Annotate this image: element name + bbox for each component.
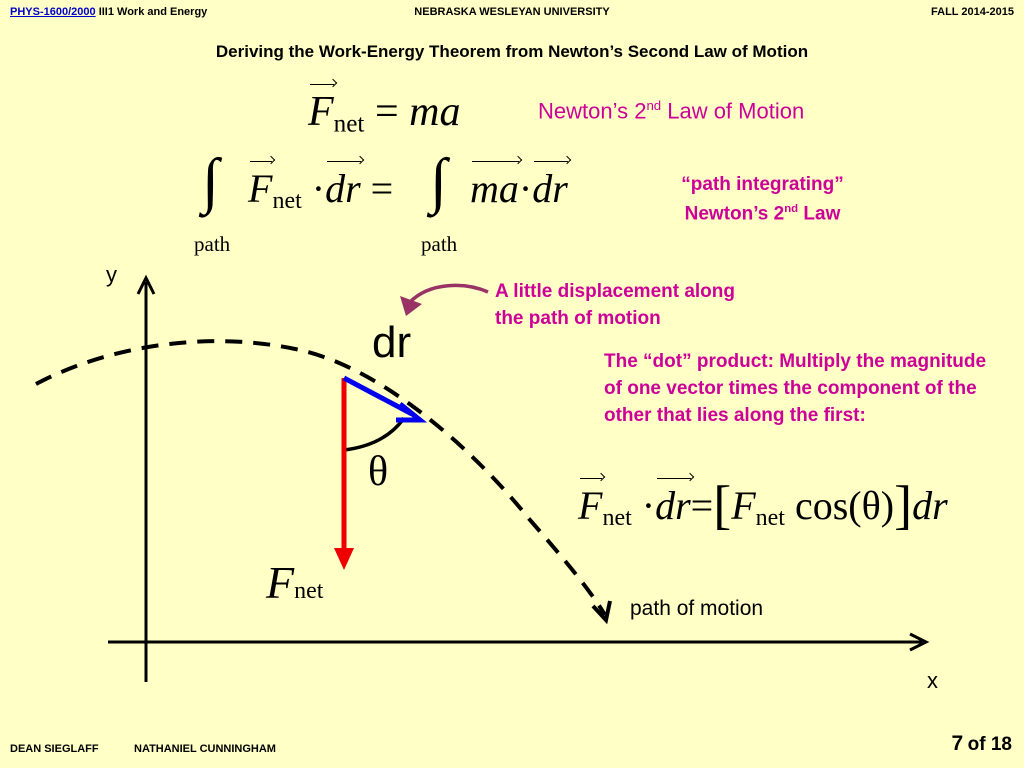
equals-sign-2: = xyxy=(370,166,394,211)
theta-arc xyxy=(343,416,406,452)
f-magnitude: F xyxy=(731,483,756,528)
f-vector-2: F xyxy=(248,161,273,211)
term: FALL 2014-2015 xyxy=(931,6,1014,18)
newton-law-text: Newton’s 2 xyxy=(538,98,647,124)
author-2: NATHANIEL CUNNINGHAM xyxy=(134,743,276,755)
displacement-annotation: A little displacement along the path of … xyxy=(495,281,736,329)
path-integrating-line1: “path integrating” xyxy=(681,174,844,195)
path-label-right: path xyxy=(421,232,458,256)
annotation-arrow xyxy=(408,283,489,304)
pi-line2-end: Law xyxy=(798,203,841,225)
header-course: PHYS-1600/2000 III1 Work and Energy xyxy=(10,6,207,18)
path-of-motion-curve xyxy=(35,339,607,617)
theta-label: θ xyxy=(368,449,389,495)
newton-law-label: Newton’s 2nd Law of Motion xyxy=(538,98,804,124)
pi-line2-sup: nd xyxy=(784,203,799,215)
path-arrowhead xyxy=(591,600,612,625)
integral-left: ∫ xyxy=(202,147,219,215)
x-axis-arrowhead xyxy=(909,632,930,652)
dot-op-2: · xyxy=(518,166,533,211)
pi-line2-main: Newton’s 2 xyxy=(684,203,785,225)
dr-vector-3: dr xyxy=(655,478,691,528)
newton-equation: Fnet = ma xyxy=(308,84,461,138)
dr-vector-2: dr xyxy=(532,161,568,211)
dot-op: · xyxy=(311,166,326,211)
newton-law-end: Law of Motion xyxy=(661,98,805,124)
section-title: III1 Work and Energy xyxy=(98,6,208,18)
integral-equation-right: ma·dr xyxy=(470,161,568,212)
net-subscript-2: net xyxy=(272,188,302,214)
dot-product-annotation: The “dot” product: Multiply the magnitud… xyxy=(604,351,987,426)
equals-sign: = xyxy=(374,89,399,135)
dr-scalar: dr xyxy=(912,483,948,528)
page-number: 7 of 18 xyxy=(952,732,1013,756)
annotation-arrowhead xyxy=(400,296,422,316)
x-axis-label: x xyxy=(927,668,938,693)
newton-law-sup: nd xyxy=(646,98,662,113)
equals-sign-3: = xyxy=(690,483,714,528)
net-subscript: net xyxy=(333,110,365,138)
ma-term: ma xyxy=(409,89,461,135)
net-subscript-3: net xyxy=(602,505,632,531)
path-integrating-line2: Newton’s 2nd Law xyxy=(640,197,885,226)
course-link[interactable]: PHYS-1600/2000 xyxy=(10,6,96,18)
dr-arrowhead xyxy=(396,402,428,423)
university-name: NEBRASKA WESLEYAN UNIVERSITY xyxy=(414,6,610,18)
cos-theta: cos(θ) xyxy=(794,483,895,528)
path-label-left: path xyxy=(194,232,231,256)
integral-equation: Fnet ·dr = xyxy=(248,161,394,215)
f-vector-3: F xyxy=(578,478,603,528)
dot-op-3: · xyxy=(641,483,656,528)
f-vector: F xyxy=(308,84,334,135)
ma-vector: ma xyxy=(470,161,519,211)
f-net-label: Fnet xyxy=(266,556,323,609)
page-num: 7 xyxy=(951,732,964,755)
path-of-motion-label: path of motion xyxy=(630,597,764,620)
f-net-sub: net xyxy=(294,578,324,604)
dr-arrow xyxy=(342,375,414,417)
dot-product-equation: Fnet ·dr=[Fnet cos(θ)]dr xyxy=(578,475,948,535)
page-of: of 18 xyxy=(967,734,1012,755)
path-integrating-label: “path integrating” Newton’s 2nd Law xyxy=(640,172,885,226)
slide-title: Deriving the Work-Energy Theorem from Ne… xyxy=(215,42,809,61)
f-net-arrowhead xyxy=(334,548,354,570)
net-subscript-4: net xyxy=(755,505,785,531)
integral-right: ∫ xyxy=(430,147,447,215)
dr-label: dr xyxy=(372,318,412,367)
y-axis-label: y xyxy=(106,262,117,287)
author-1: DEAN SIEGLAFF xyxy=(10,743,99,755)
f-net-F: F xyxy=(266,557,295,608)
dr-vector: dr xyxy=(325,161,361,211)
y-axis-arrowhead xyxy=(136,274,156,295)
